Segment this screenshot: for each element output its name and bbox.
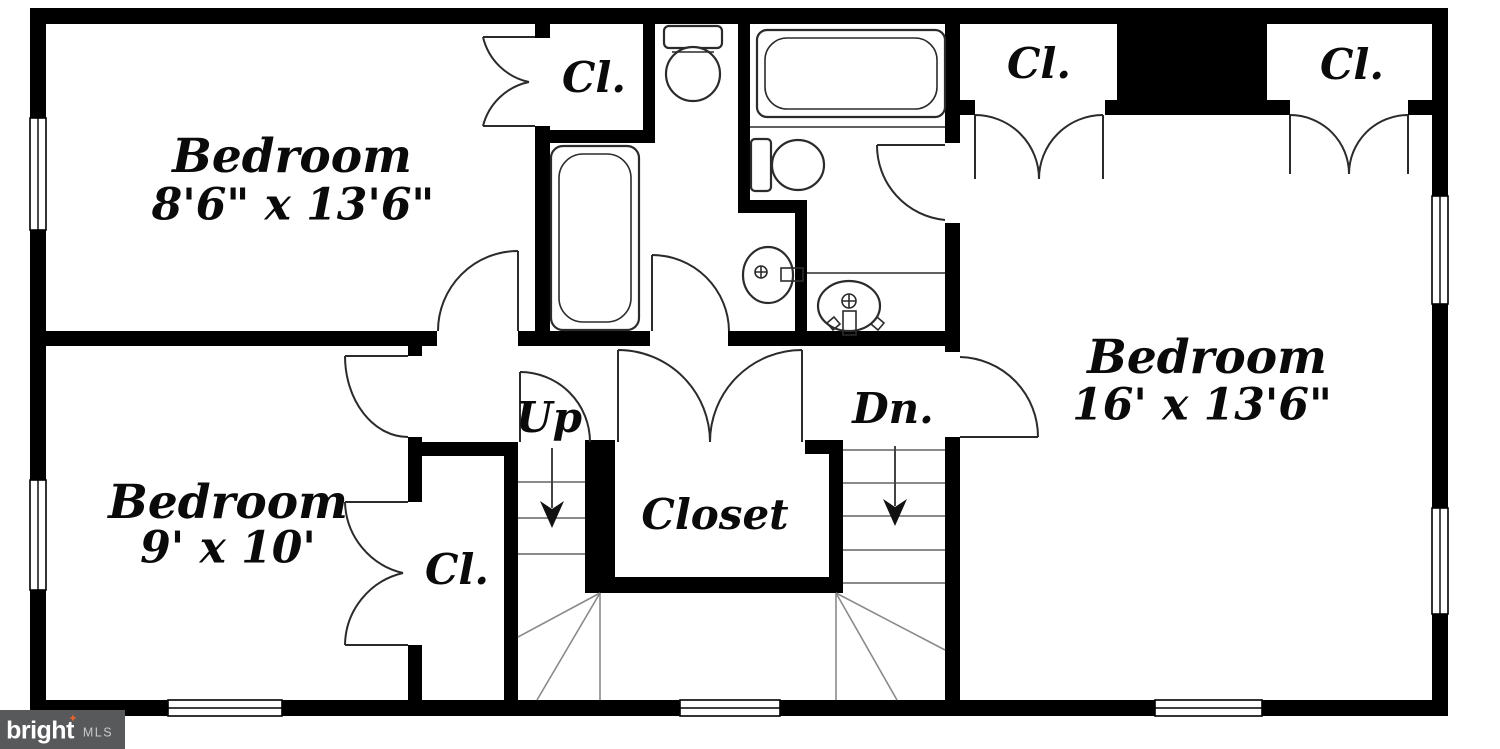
- stairs-down-arrow: [883, 446, 907, 526]
- window-left-upper: [29, 117, 47, 231]
- bifold-closet-bottom-left: [344, 501, 408, 646]
- sink-master-bath: [807, 272, 945, 336]
- door-hall-closet-double: [617, 349, 803, 443]
- closet-right-1-label: Cl.: [1007, 39, 1071, 88]
- closet-right-2-label: Cl.: [1320, 40, 1384, 89]
- door-bathroom-master: [875, 144, 946, 221]
- stairs-down-label: Dn.: [851, 384, 934, 433]
- logo-brand-text: bright: [6, 717, 75, 745]
- window-left-lower: [29, 479, 47, 591]
- logo-star-icon: ✦: [68, 713, 77, 725]
- door-bedroom-top-left: [437, 250, 519, 332]
- window-right-upper: [1431, 195, 1449, 305]
- door-bedroom-bottom-left: [344, 355, 409, 438]
- window-right-lower: [1431, 507, 1449, 615]
- door-stairs-up: [519, 371, 591, 443]
- toilet-master-bath: [749, 137, 826, 193]
- logo-mls-text: MLS: [83, 725, 113, 739]
- walls: [30, 8, 1448, 716]
- brightmls-logo: bright ✦ MLS: [0, 710, 125, 749]
- stairs-up-label: Up: [516, 393, 582, 442]
- doors: [344, 36, 1409, 646]
- stairs: [517, 446, 946, 701]
- logo-background: [0, 710, 125, 749]
- closet-top-left-label: Cl.: [562, 53, 626, 102]
- bedroom-top-left-size: 8'6" x 13'6": [151, 180, 435, 231]
- closet-hall-label: Closet: [641, 490, 788, 539]
- bedroom-bottom-left-size: 9' x 10': [140, 523, 316, 574]
- bathtub-master-bath: [750, 28, 947, 128]
- bedroom-bottom-left-title: Bedroom: [106, 475, 348, 530]
- door-bathroom-hall: [651, 254, 730, 332]
- bedroom-right-size: 16' x 13'6": [1072, 380, 1332, 431]
- bifold-closet-top-left: [482, 36, 535, 127]
- bedroom-top-left-title: Bedroom: [170, 129, 412, 184]
- bedroom-right-title: Bedroom: [1085, 330, 1327, 385]
- door-closet-right-1-double: [974, 114, 1104, 180]
- fixtures: [549, 24, 947, 336]
- stairs-winder-left: [517, 592, 601, 701]
- sink-hall-bath: [741, 245, 804, 305]
- window-bottom-middle: [679, 699, 781, 717]
- toilet-hall-bath: [662, 24, 724, 103]
- window-bottom-right: [1154, 699, 1263, 717]
- door-bedroom-right: [959, 356, 1039, 438]
- window-bottom-left: [167, 699, 283, 717]
- closet-bottom-left-label: Cl.: [425, 545, 489, 594]
- labels: Bedroom 8'6" x 13'6" Bedroom 9' x 10' Be…: [106, 39, 1384, 594]
- interior-walls: [46, 23, 1432, 700]
- bathtub-hall-bath: [549, 144, 641, 332]
- door-closet-right-2-double: [1289, 114, 1409, 175]
- stairs-up-arrow: [540, 448, 564, 528]
- stairs-winder-right: [835, 592, 946, 701]
- windows: [29, 117, 1449, 717]
